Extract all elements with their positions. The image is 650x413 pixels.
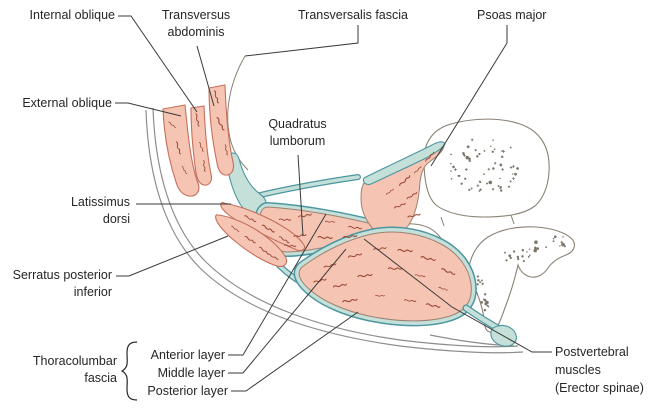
leader-middle-layer bbox=[228, 248, 347, 374]
skin-outer-line bbox=[145, 109, 524, 354]
leader-lines bbox=[115, 15, 552, 392]
label-internal-oblique: Internal oblique bbox=[29, 8, 115, 22]
label-thoracolumbar-fascia: Thoracolumbar fascia bbox=[32, 354, 117, 385]
skin-inner-line bbox=[152, 107, 519, 348]
label-posterior-layer: Posterior layer bbox=[147, 384, 228, 398]
label-anterior-layer: Anterior layer bbox=[150, 348, 225, 362]
leader-transversus-abdominis bbox=[196, 45, 215, 107]
psoas-major-muscle bbox=[360, 141, 446, 237]
vertebra-joint-tick-right bbox=[510, 214, 515, 225]
vertebra-joint-tick-left bbox=[440, 216, 445, 227]
label-transversus-abdominis: Transversus abdominis bbox=[161, 8, 231, 39]
label-middle-layer: Middle layer bbox=[157, 366, 225, 380]
leader-anterior-layer bbox=[228, 213, 327, 356]
leader-psoas-major bbox=[430, 25, 508, 167]
thoracolumbar-brace bbox=[120, 341, 138, 401]
vertebral-body bbox=[423, 118, 550, 218]
fascia-band-anterior-fill bbox=[254, 175, 360, 198]
label-external-oblique: External oblique bbox=[22, 96, 112, 110]
leader-postvertebral bbox=[363, 238, 552, 353]
leader-external-oblique bbox=[115, 102, 182, 117]
external-oblique-strip bbox=[162, 104, 200, 197]
muscle-fiber-texture bbox=[168, 90, 456, 308]
psoas-fascia-sliver bbox=[362, 141, 446, 186]
abdominal-wall-strips bbox=[162, 84, 235, 197]
label-quadratus-lumborum: Quadratus lumborum bbox=[268, 117, 327, 148]
leader-posterior-layer bbox=[231, 311, 359, 392]
label-postvertebral-muscles: Postvertebral muscles (Erector spinae) bbox=[555, 345, 644, 395]
leader-internal-oblique bbox=[118, 15, 198, 113]
label-serratus-posterior-inferior: Serratus posterior inferior bbox=[12, 268, 112, 299]
label-psoas-major: Psoas major bbox=[477, 8, 547, 22]
label-latissimus-dorsi: Latissimus dorsi bbox=[70, 195, 130, 226]
label-transversalis-fascia: Transversalis fascia bbox=[298, 8, 408, 22]
leader-serratus-posterior bbox=[116, 235, 229, 277]
latissimus-dorsi-muscle bbox=[220, 202, 306, 252]
internal-oblique-strip bbox=[190, 105, 213, 186]
latissimus-strip bbox=[220, 202, 306, 252]
transversalis-fascia-line bbox=[227, 55, 249, 171]
leader-transversalis-fascia bbox=[244, 25, 359, 57]
leader-quadratus-lumborum bbox=[297, 154, 304, 237]
